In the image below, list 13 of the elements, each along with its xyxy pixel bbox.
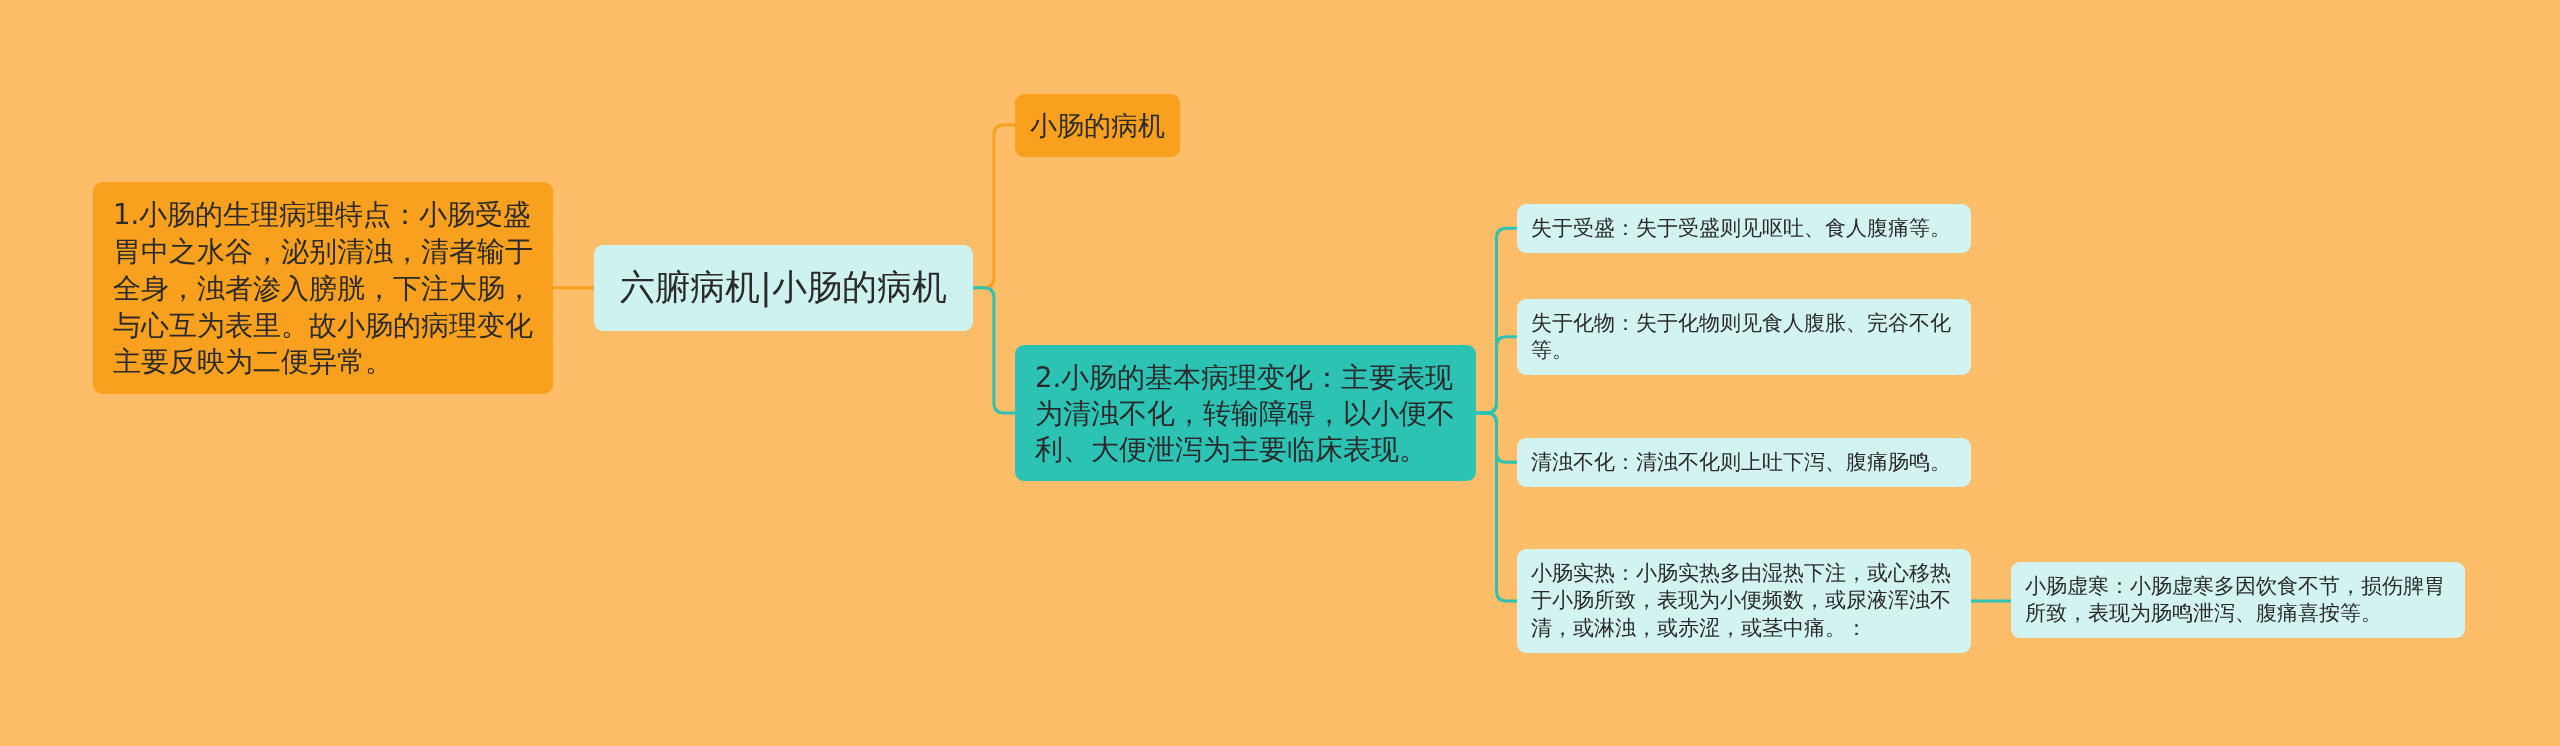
topic-box: 2.小肠的基本病理变化：主要表现为清浊不化，转输障碍，以小便不利、大便泄泻为主要临床表现。 bbox=[1015, 344, 1476, 482]
topic-box: 1.小肠的生理病理特点：小肠受盛胃中之水谷，泌别清浊，清者输于全身，浊者渗入膀胱，下注大肠，与心互为表里。故小肠的病理变化主要反映为二便异常。 bbox=[93, 182, 553, 395]
subtopic-box: 小肠实热：小肠实热多由湿热下注，或心移热于小肠所致，表现为小便频数，或尿液浑浊不清，或淋浊，或赤涩，或茎中痛。： bbox=[1517, 549, 1971, 653]
connector-line bbox=[1971, 599, 2011, 603]
subtopic-box: 清浊不化：清浊不化则上吐下泻、腹痛肠鸣。 bbox=[1517, 437, 1971, 487]
subtopic-box: 失于化物：失于化物则见食人腹胀、完谷不化等。 bbox=[1517, 298, 1971, 376]
connector-line bbox=[972, 286, 1015, 415]
connector-line bbox=[553, 286, 594, 290]
subtopic-box: 失于受盛：失于受盛则见呕吐、食人腹痛等。 bbox=[1517, 203, 1971, 253]
subtopic-box: 小肠虚寒：小肠虚寒多因饮食不节，损伤脾胃所致，表现为肠鸣泄泻、腹痛喜按等。 bbox=[2011, 561, 2465, 639]
topic-box: 小肠的病机 bbox=[1015, 93, 1180, 157]
root-topic-box: 六腑病机|小肠的病机 bbox=[594, 245, 973, 331]
connector-line bbox=[1476, 411, 1517, 603]
